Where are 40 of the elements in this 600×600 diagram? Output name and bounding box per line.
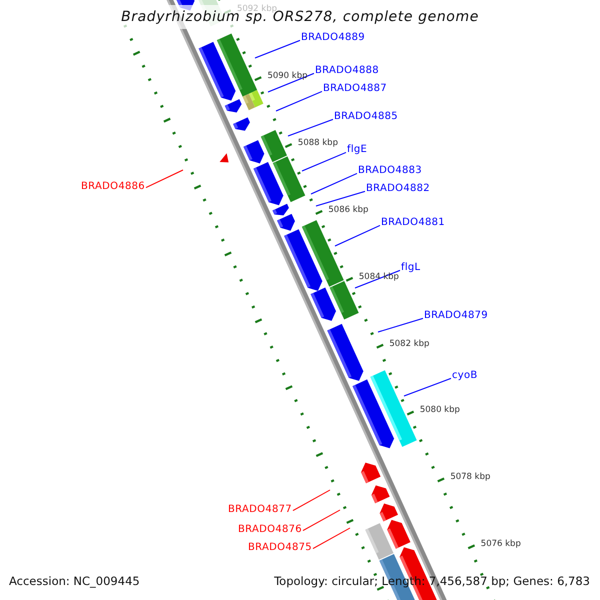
footer-text: Topology: circular; Length: 7,456,587 bp; Genes: 6,783 (274, 574, 590, 588)
leader-line (276, 90, 322, 112)
leader-line (254, 40, 300, 58)
leader-line (310, 172, 358, 194)
leader-line (404, 378, 452, 396)
gene-label: BRADO4877 (228, 504, 292, 516)
leader-line (302, 152, 346, 172)
gene-label: BRADO4879 (424, 310, 488, 322)
tick-label: 5086 kbp (328, 204, 368, 215)
gene-label: BRADO4883 (358, 165, 422, 177)
leader-line (312, 528, 350, 550)
gene-label: BRADO4887 (323, 83, 387, 95)
gene-label: BRADO4882 (366, 183, 430, 195)
gene-label: flgL (401, 262, 420, 274)
tick-label: 5080 kbp (420, 405, 460, 416)
footer-text: Accession: NC_009445 (9, 574, 140, 588)
leader-line (145, 170, 184, 188)
tick-label: 5078 kbp (450, 472, 490, 482)
tick-label: 5090 kbp (267, 71, 308, 82)
tick-label: 5084 kbp (358, 272, 399, 282)
gene-label: BRADO4875 (248, 542, 312, 554)
leader-line (288, 118, 334, 136)
gene-label: cyoB (452, 370, 478, 382)
gene-label: flgE (347, 144, 368, 156)
leader-line (378, 318, 424, 332)
gene-label: BRADO4885 (334, 111, 398, 123)
tick-label: 5088 kbp (298, 138, 338, 148)
gene-label: BRADO4886 (81, 181, 145, 193)
leader-line (316, 190, 366, 206)
tick-label: 5082 kbp (389, 338, 430, 349)
leader-line (334, 224, 380, 246)
tick-label: 5076 kbp (480, 539, 521, 550)
gene-label: BRADO4888 (315, 65, 379, 77)
leader-line (302, 510, 340, 532)
leader-line (354, 270, 400, 288)
leader-line (268, 72, 314, 92)
gene-label: BRADO4876 (238, 524, 302, 536)
gene-label: BRADO4889 (301, 32, 365, 44)
gene-label: BRADO4881 (381, 217, 445, 229)
leader-line (292, 490, 330, 512)
